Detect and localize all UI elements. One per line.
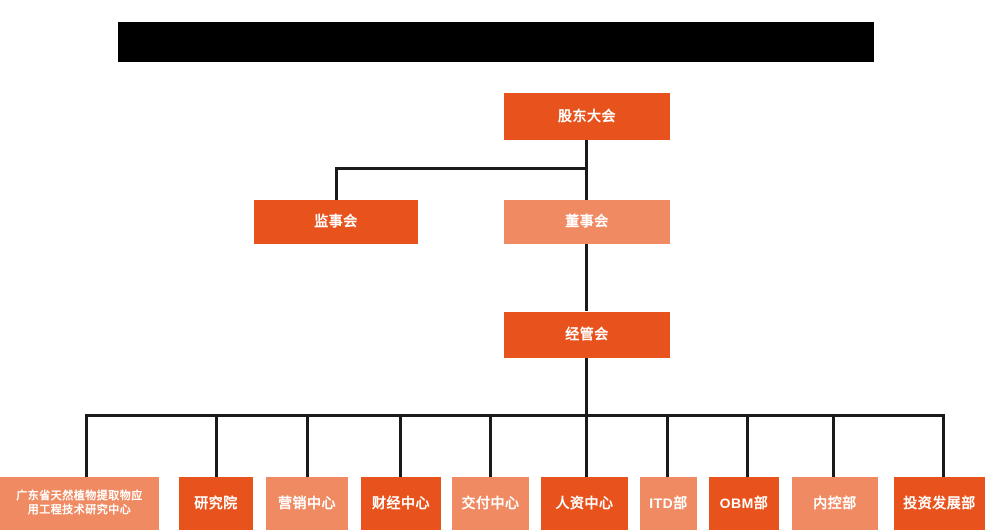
node-label-management-committee: 经管会 — [565, 326, 609, 343]
connector-to-investment-development-department — [942, 414, 945, 477]
node-investment-development-department[interactable]: 投资发展部 — [894, 477, 985, 530]
node-hr-center[interactable]: 人资中心 — [541, 477, 628, 530]
node-management-committee[interactable]: 经管会 — [504, 312, 670, 358]
node-finance-center[interactable]: 财经中心 — [361, 477, 441, 530]
node-label-hr-center: 人资中心 — [555, 494, 614, 511]
connector-to-internal-control-department — [832, 414, 835, 477]
node-guangdong-research-center[interactable]: 广东省天然植物提取物应 用工程技术研究中心 — [0, 477, 159, 530]
connector-directors-to-management — [585, 241, 588, 311]
connector-to-board-of-supervisors — [335, 167, 338, 201]
redacted-title-bar — [118, 22, 874, 62]
node-label-itd-department: ITD部 — [649, 494, 688, 511]
node-board-of-supervisors[interactable]: 监事会 — [254, 200, 418, 244]
connector-to-hr-center — [585, 414, 588, 477]
node-label-board-of-supervisors: 监事会 — [314, 213, 358, 230]
node-shareholders-meeting[interactable]: 股东大会 — [504, 93, 670, 140]
node-label-obm-department: OBM部 — [719, 494, 769, 511]
node-marketing-center[interactable]: 营销中心 — [266, 477, 348, 530]
connector-to-research-institute — [215, 414, 218, 477]
connector-to-board-of-directors — [585, 167, 588, 201]
connector-level2-bus — [335, 167, 588, 170]
node-internal-control-department[interactable]: 内控部 — [792, 477, 878, 530]
connector-to-finance-center — [399, 414, 402, 477]
node-label-investment-development-department: 投资发展部 — [903, 494, 976, 511]
node-label-delivery-center: 交付中心 — [461, 494, 520, 511]
connector-management-to-bus — [585, 358, 588, 416]
connector-to-itd-department — [666, 414, 669, 477]
connector-to-delivery-center — [489, 414, 492, 477]
node-itd-department[interactable]: ITD部 — [640, 477, 697, 530]
node-label-marketing-center: 营销中心 — [278, 494, 336, 511]
node-label-internal-control-department: 内控部 — [813, 494, 857, 511]
connector-level4-bus — [85, 414, 945, 417]
node-label-board-of-directors: 董事会 — [565, 213, 609, 230]
connector-shareholders-down — [585, 140, 588, 170]
node-label-finance-center: 财经中心 — [372, 494, 430, 511]
connector-to-obm-department — [746, 414, 749, 477]
connector-to-marketing-center — [306, 414, 309, 477]
node-label-research-institute: 研究院 — [194, 494, 238, 511]
node-label-shareholders-meeting: 股东大会 — [558, 107, 616, 124]
node-label-guangdong-research-center: 广东省天然植物提取物应 用工程技术研究中心 — [16, 489, 143, 516]
node-research-institute[interactable]: 研究院 — [179, 477, 253, 530]
node-delivery-center[interactable]: 交付中心 — [452, 477, 529, 530]
node-obm-department[interactable]: OBM部 — [709, 477, 779, 530]
node-board-of-directors[interactable]: 董事会 — [504, 200, 670, 244]
connector-to-guangdong-research-center — [85, 414, 88, 477]
